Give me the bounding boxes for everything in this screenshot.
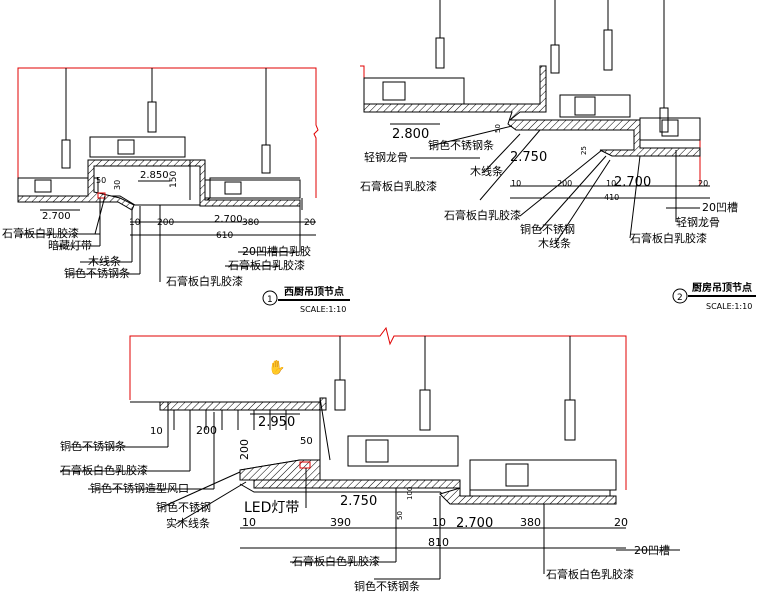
label-vent: 铜色不锈钢造型风口 (90, 481, 189, 495)
dim2-200: 200 (557, 179, 572, 188)
label-copper-steel: 铜色不锈钢 (156, 500, 211, 514)
detail2-title: 厨房吊顶节点 (692, 281, 752, 294)
dim3-380: 380 (520, 516, 541, 529)
detail1-title: 西厨吊顶节点 (284, 285, 344, 298)
dim-150: 150 (169, 171, 179, 188)
label-copper-strip: 铜色不锈钢条 (60, 439, 126, 453)
dim-50: 50 (300, 436, 313, 447)
label-groove: 20凹槽 (634, 544, 670, 557)
label-light-keel: 轻钢龙骨 (364, 150, 408, 164)
label-hidden-light: 暗藏灯带 (48, 238, 92, 252)
dim3-390: 390 (330, 516, 351, 529)
label-solid-wood: 实木线条 (166, 516, 210, 530)
detail2-number: 2 (677, 293, 683, 303)
dim-200-v: 200 (238, 439, 251, 460)
label-copper-strip: 铜色不锈钢条 (64, 266, 130, 280)
dim-200-top: 200 (196, 424, 217, 437)
dim-380: 380 (242, 218, 259, 228)
label-groove: 20凹槽白乳胶 (242, 244, 311, 258)
dim-50: 50 (96, 176, 106, 185)
elev-2750: 2.750 (340, 494, 377, 509)
dim-200: 200 (157, 218, 174, 228)
label-copper-strip-2: 铜色不锈钢条 (354, 579, 420, 593)
dim-10-top: 10 (150, 426, 163, 437)
dim-100-v: 100 (406, 487, 414, 500)
detail-2: 2.800 2.750 2.700 50 25 10 200 10 20 410… (360, 0, 756, 311)
elev-2950: 2.950 (258, 415, 295, 430)
dim-50-v: 50 (494, 124, 502, 133)
detail2-scale: SCALE:1:10 (706, 302, 752, 311)
dim-10: 10 (129, 218, 141, 228)
label-gypsum-paint-2: 石膏板白乳胶漆 (228, 258, 305, 272)
label-gypsum-paint: 石膏板白乳胶漆 (360, 179, 437, 193)
elev-2700: 2.700 (456, 516, 493, 531)
dim2-20: 20 (698, 179, 708, 188)
label-gypsum-paint-2: 石膏板白色乳胶漆 (292, 554, 380, 568)
label-gypsum-paint-3: 石膏板白乳胶漆 (630, 231, 707, 245)
hand-cursor-icon: ✋ (268, 359, 285, 376)
detail1-number: 1 (267, 295, 273, 305)
dim-total-610: 610 (216, 231, 233, 241)
detail1-scale: SCALE:1:10 (300, 305, 346, 314)
dim2-10: 10 (511, 179, 521, 188)
dim-20: 20 (304, 218, 316, 228)
detail3-red-boundary (129, 326, 627, 490)
label-copper-steel: 铜色不锈钢 (520, 222, 575, 236)
elev-2700-left: 2.700 (42, 211, 71, 222)
label-gypsum-paint-2: 石膏板白乳胶漆 (444, 208, 521, 222)
detail-3: ✋ 2.950 2.750 2.700 200 50 (60, 326, 680, 593)
dim-50-v: 50 (396, 511, 404, 520)
dim-30: 30 (113, 180, 122, 190)
dim2-total: 410 (604, 193, 619, 202)
elev-2750: 2.750 (510, 150, 547, 165)
dim3-20: 20 (614, 516, 628, 529)
detail2-gypsum-board (363, 65, 701, 157)
dim2-10b: 10 (606, 179, 616, 188)
detail1-gypsum-board (17, 159, 301, 211)
detail3-gypsum-board (130, 397, 327, 411)
detail2-red-boundary (360, 65, 365, 110)
dim3-10b: 10 (432, 516, 446, 529)
label-gypsum-paint: 石膏板白乳胶漆 (2, 226, 79, 240)
dim3-total: 810 (428, 536, 449, 549)
label-light-keel-2: 轻钢龙骨 (676, 215, 720, 229)
detail1-red-boundary (17, 67, 319, 198)
label-wood-strip: 木线条 (88, 254, 121, 268)
label-led: LED灯带 (244, 500, 299, 516)
elev-2700-right: 2.700 (214, 214, 243, 225)
label-gypsum-paint-3: 石膏板白色乳胶漆 (546, 567, 634, 581)
elev-2800: 2.800 (392, 127, 429, 142)
label-gypsum-paint-3: 石膏板白乳胶漆 (166, 274, 243, 288)
dim3-10: 10 (242, 516, 256, 529)
elev-2850: 2.850 (140, 170, 169, 181)
elev-2700: 2.700 (614, 175, 651, 190)
label-wood-strip: 木线条 (470, 164, 503, 178)
label-copper-ss: 铜色不锈钢条 (428, 138, 494, 152)
dim-25-v: 25 (580, 146, 588, 155)
label-gypsum-paint: 石膏板白色乳胶漆 (60, 463, 148, 477)
label-wood-strip-2: 木线条 (538, 236, 571, 250)
label-groove: 20凹槽 (702, 201, 738, 214)
detail-1: 150 50 30 2.850 2.700 2.700 10 200 380 2… (2, 67, 350, 314)
